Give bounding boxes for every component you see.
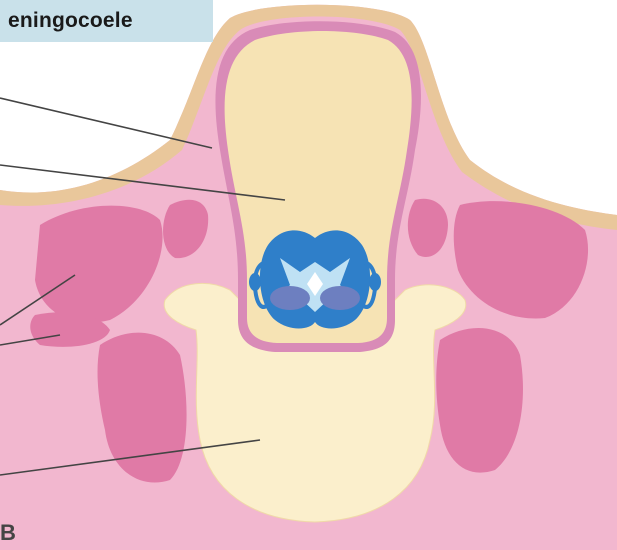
cord-dorsal-right: [320, 286, 360, 310]
cord-dorsal-left: [270, 286, 310, 310]
ganglion-left: [249, 273, 261, 291]
ganglion-right: [369, 273, 381, 291]
panel-letter: B: [0, 520, 16, 546]
muscle-right-deep: [436, 328, 523, 473]
figure-title: eningocoele: [8, 9, 133, 33]
title-banner: eningocoele: [0, 0, 213, 42]
